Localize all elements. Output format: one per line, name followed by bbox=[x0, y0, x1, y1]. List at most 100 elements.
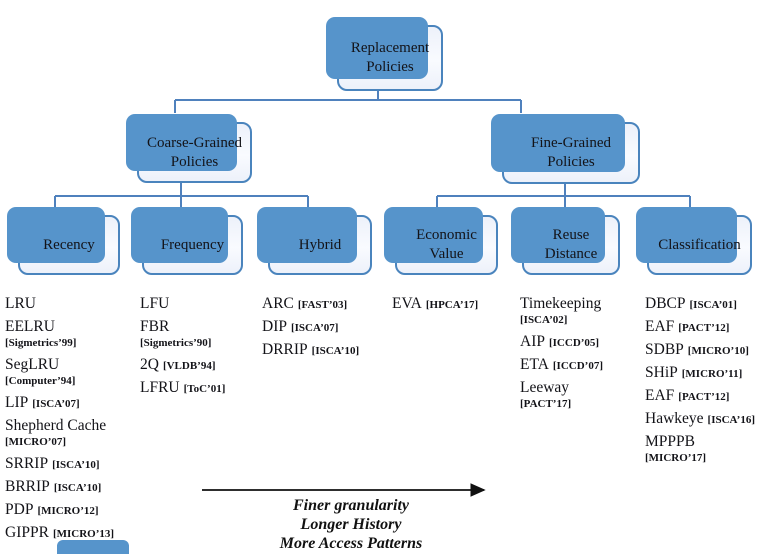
policy-name: EELRU bbox=[5, 318, 55, 335]
policy-entry: EAF[PACT’12] bbox=[645, 318, 771, 336]
policy-entry: DRRIP[ISCA’10] bbox=[262, 341, 388, 359]
node-hybrid: Hybrid bbox=[257, 207, 372, 275]
policy-name: GIPPR bbox=[5, 524, 49, 541]
policy-citation: [ISCA’10] bbox=[311, 345, 360, 357]
policy-citation: [Computer’94] bbox=[5, 375, 76, 387]
policy-name: Leeway bbox=[520, 379, 570, 396]
node-frequency: Frequency bbox=[131, 207, 243, 275]
policy-entry: Shepherd Cache [MICRO’07] bbox=[5, 417, 137, 450]
policy-name: Timekeeping bbox=[520, 295, 602, 312]
node-replacement-policies: Replacement Policies bbox=[326, 17, 443, 91]
arrow-caption: Finer granularity Longer History More Ac… bbox=[200, 496, 502, 553]
policy-citation: [ISCA’02] bbox=[520, 314, 568, 326]
policy-citation: [Sigmetrics’99] bbox=[5, 337, 77, 349]
policy-name: MPPPB bbox=[645, 433, 695, 450]
policy-citation: [ISCA’10] bbox=[52, 459, 100, 471]
caption-line: Longer History bbox=[300, 516, 402, 533]
policy-entry: SDBP[MICRO’10] bbox=[645, 341, 771, 359]
caption-line: More Access Patterns bbox=[279, 535, 423, 552]
node-label: Classification bbox=[658, 236, 741, 253]
policy-entry: LIP[ISCA’07] bbox=[5, 394, 137, 412]
policy-name: PDP bbox=[5, 501, 34, 518]
policy-entry: 2Q[VLDB’94] bbox=[140, 356, 260, 374]
policy-entry: DBCP[ISCA’01] bbox=[645, 295, 771, 313]
policy-citation: [PACT’12] bbox=[678, 322, 730, 334]
policy-entry: EELRU [Sigmetrics’99] bbox=[5, 318, 137, 351]
policy-name: BRRIP bbox=[5, 478, 50, 495]
policy-entry: LFRU[ToC’01] bbox=[140, 379, 260, 397]
policy-list-recency: LRU EELRU [Sigmetrics’99] SegLRU [Computer… bbox=[5, 295, 137, 547]
node-classification: Classification bbox=[636, 207, 752, 275]
policy-name: ETA bbox=[520, 356, 549, 373]
policy-citation: [MICRO’12] bbox=[37, 505, 99, 517]
policy-entry: Hawkeye[ISCA’16] bbox=[645, 410, 771, 428]
policy-name: SRRIP bbox=[5, 455, 49, 472]
node-label: Replacement Policies bbox=[350, 40, 430, 75]
policy-citation: [ICCD’05] bbox=[548, 337, 600, 349]
policy-entry: ETA[ICCD’07] bbox=[520, 356, 642, 374]
policy-citation: [MICRO’10] bbox=[687, 345, 749, 357]
policy-entry: Timekeeping [ISCA’02] bbox=[520, 295, 642, 328]
policy-citation: [FAST’03] bbox=[297, 299, 348, 311]
node-economic-value: Economic Value bbox=[384, 207, 498, 275]
policy-entry: LFU bbox=[140, 295, 260, 313]
policy-citation: [MICRO’17] bbox=[645, 452, 707, 464]
policy-entry: LRU bbox=[5, 295, 137, 313]
node-label: Frequency bbox=[160, 236, 225, 253]
policy-citation: [ICCD’07] bbox=[552, 360, 603, 372]
policy-entry: PDP[MICRO’12] bbox=[5, 501, 137, 519]
policy-name: Hawkeye bbox=[645, 410, 704, 427]
policy-name: LRU bbox=[5, 295, 36, 312]
policy-name: FBR bbox=[140, 318, 170, 335]
policy-name: LIP bbox=[5, 394, 29, 411]
policy-citation: [ISCA’10] bbox=[53, 482, 102, 494]
policy-citation: [Sigmetrics’90] bbox=[140, 337, 212, 349]
policy-citation: [MICRO’07] bbox=[5, 436, 67, 448]
policy-list-reuse-distance: Timekeeping[ISCA’02] AIP[ICCD’05] ETA[IC… bbox=[520, 295, 642, 417]
policy-citation: [PACT’12] bbox=[678, 391, 730, 403]
policy-citation: [ISCA’01] bbox=[689, 299, 737, 311]
policy-entry: SegLRU [Computer’94] bbox=[5, 356, 137, 389]
policy-name: EAF bbox=[645, 387, 675, 404]
policy-name: DBCP bbox=[645, 295, 686, 312]
policy-name: ARC bbox=[262, 295, 294, 312]
node-label: Reuse Distance bbox=[544, 227, 598, 262]
cropped-box-fragment bbox=[57, 540, 129, 554]
policy-name: 2Q bbox=[140, 356, 159, 373]
policy-entry: BRRIP[ISCA’10] bbox=[5, 478, 137, 496]
policy-citation: [MICRO’11] bbox=[681, 368, 743, 380]
policy-name: EAF bbox=[645, 318, 675, 335]
policy-citation: [ISCA’07] bbox=[290, 322, 339, 334]
policy-name: Shepherd Cache bbox=[5, 417, 107, 434]
node-fine-grained-policies: Fine-Grained Policies bbox=[491, 114, 640, 184]
policy-entry: DIP[ISCA’07] bbox=[262, 318, 388, 336]
policy-entry: SRRIP[ISCA’10] bbox=[5, 455, 137, 473]
policy-name: SDBP bbox=[645, 341, 684, 358]
policy-citation: [PACT’17] bbox=[520, 398, 572, 410]
node-reuse-distance: Reuse Distance bbox=[511, 207, 620, 275]
policy-entry: AIP[ICCD’05] bbox=[520, 333, 642, 351]
node-label: Fine-Grained Policies bbox=[531, 135, 611, 170]
node-label: Economic Value bbox=[416, 227, 477, 262]
policy-entry: FBR [Sigmetrics’90] bbox=[140, 318, 260, 351]
policy-name: DRRIP bbox=[262, 341, 308, 358]
node-coarse-grained-policies: Coarse-Grained Policies bbox=[126, 114, 252, 183]
node-recency: Recency bbox=[7, 207, 120, 275]
policy-entry: EVA[HPCA’17] bbox=[392, 295, 514, 313]
policy-entry: EAF[PACT’12] bbox=[645, 387, 771, 405]
policy-name: DIP bbox=[262, 318, 287, 335]
policy-list-hybrid: ARC[FAST’03] DIP[ISCA’07] DRRIP[ISCA’10] bbox=[262, 295, 388, 364]
policy-citation: [HPCA’17] bbox=[425, 299, 479, 311]
policy-name: SegLRU bbox=[5, 356, 60, 373]
policy-name: SHiP bbox=[645, 364, 678, 381]
policy-entry: GIPPR[MICRO’13] bbox=[5, 524, 137, 542]
policy-list-economic-value: EVA[HPCA’17] bbox=[392, 295, 514, 318]
policy-name: LFU bbox=[140, 295, 170, 312]
policy-entry: SHiP[MICRO’11] bbox=[645, 364, 771, 382]
node-label: Hybrid bbox=[298, 236, 342, 253]
policy-list-frequency: LFU FBR [Sigmetrics’90] 2Q[VLDB’94] LFRU[… bbox=[140, 295, 260, 402]
granularity-arrow bbox=[202, 483, 486, 497]
policy-name: LFRU bbox=[140, 379, 180, 396]
policy-citation: [ToC’01] bbox=[183, 383, 226, 395]
